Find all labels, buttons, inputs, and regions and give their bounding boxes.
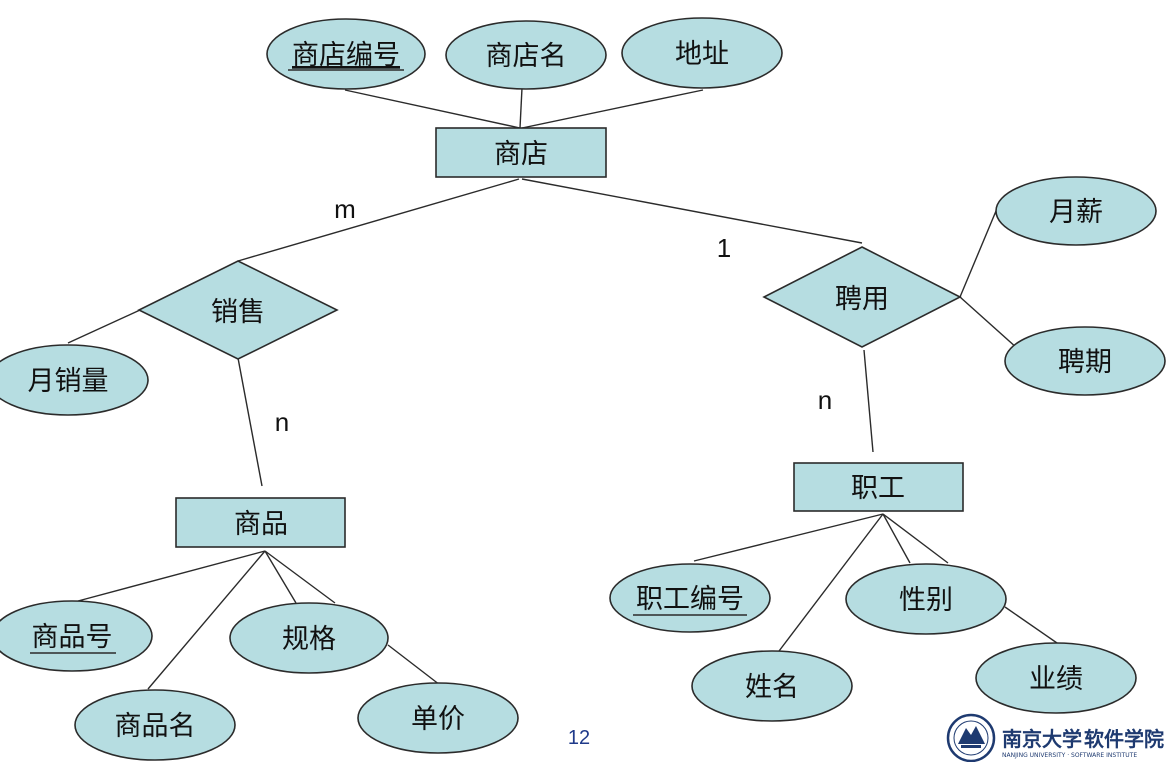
entity-shop-label: 商店 xyxy=(494,139,548,170)
connector-shop-hire xyxy=(521,178,863,244)
relationship-hire-label: 聘用 xyxy=(835,284,889,315)
connector-month-sales xyxy=(67,309,141,344)
connector-spec-2 xyxy=(264,550,336,604)
connector-performance xyxy=(1004,606,1058,644)
attribute-address: 地址 xyxy=(621,17,783,89)
attribute-performance: 业绩 xyxy=(975,642,1137,714)
attribute-shop-id: 商店编号 xyxy=(266,18,426,90)
page-number: 12 xyxy=(568,727,590,749)
university-seal-icon xyxy=(946,713,996,762)
university-logo: 南京大学 软件学院 NANJING UNIVERSITY · SOFTWARE … xyxy=(946,713,1164,762)
cardinality-sell-goods: n xyxy=(275,407,289,437)
attribute-goods-name-label: 商品名 xyxy=(115,711,196,742)
attribute-address-label: 地址 xyxy=(675,39,729,70)
entity-staff-label: 职工 xyxy=(851,473,905,504)
entity-staff: 职工 xyxy=(793,462,964,512)
connector-sell-goods xyxy=(237,357,263,487)
attribute-monthly-salary: 月薪 xyxy=(995,176,1157,246)
connector-staff-id xyxy=(693,513,884,562)
attribute-shop-name-label: 商店名 xyxy=(486,41,567,72)
connector-monthly-salary xyxy=(959,210,997,298)
attribute-goods-id-label: 商品号 xyxy=(32,622,113,653)
connector-staff-name xyxy=(775,513,884,656)
connector-gender xyxy=(882,513,911,564)
relationship-sell: 销售 xyxy=(137,260,339,360)
attribute-goods-name: 商品名 xyxy=(74,689,236,761)
cardinality-shop-sell: m xyxy=(334,194,356,224)
cardinality-shop-hire: 1 xyxy=(717,233,731,263)
connector-shop-id xyxy=(344,89,521,129)
connector-price xyxy=(387,644,441,686)
attribute-spec: 规格 xyxy=(229,602,389,674)
connector-goods-id xyxy=(77,550,266,602)
connector-hire-period xyxy=(959,296,1019,350)
connector-shop-sell xyxy=(237,178,520,262)
logo-school-name: 软件学院 xyxy=(1084,727,1164,751)
connector-goods-name xyxy=(147,550,266,690)
logo-university-name: 南京大学 xyxy=(1002,727,1082,751)
attribute-month-sales-label: 月销量 xyxy=(28,366,109,397)
entity-goods-label: 商品 xyxy=(234,509,288,540)
attribute-monthly-salary-label: 月薪 xyxy=(1049,197,1103,228)
connectors xyxy=(67,87,1058,690)
attribute-shop-name: 商店名 xyxy=(445,20,607,90)
attribute-price-label: 单价 xyxy=(411,704,465,735)
connector-shop-name xyxy=(519,87,523,129)
entity-shop: 商店 xyxy=(435,127,607,178)
attribute-performance-label: 业绩 xyxy=(1029,664,1083,695)
relationship-sell-label: 销售 xyxy=(211,297,265,328)
logo-subtitle: NANJING UNIVERSITY · SOFTWARE INSTITUTE xyxy=(1002,752,1137,759)
connector-spec xyxy=(264,550,297,604)
connector-address xyxy=(521,89,704,129)
attribute-price: 单价 xyxy=(357,682,519,754)
connector-gender-2 xyxy=(882,513,949,564)
entity-goods: 商品 xyxy=(175,497,346,548)
attribute-spec-label: 规格 xyxy=(282,624,336,655)
attribute-shop-id-label: 商店编号 xyxy=(292,40,400,71)
attribute-goods-id: 商品号 xyxy=(0,600,153,672)
attribute-staff-name: 姓名 xyxy=(691,650,853,722)
cardinality-hire-staff: n xyxy=(818,385,832,415)
attribute-staff-id-label: 职工编号 xyxy=(636,584,744,615)
attribute-month-sales: 月销量 xyxy=(0,344,149,416)
relationship-hire: 聘用 xyxy=(762,246,962,348)
connector-hire-staff xyxy=(863,349,874,453)
attribute-gender: 性别 xyxy=(845,563,1007,635)
attribute-hire-period: 聘期 xyxy=(1004,326,1166,396)
attribute-staff-name-label: 姓名 xyxy=(745,672,799,703)
attribute-staff-id: 职工编号 xyxy=(609,563,771,633)
attribute-gender-label: 性别 xyxy=(899,585,953,616)
attribute-hire-period-label: 聘期 xyxy=(1058,347,1112,378)
